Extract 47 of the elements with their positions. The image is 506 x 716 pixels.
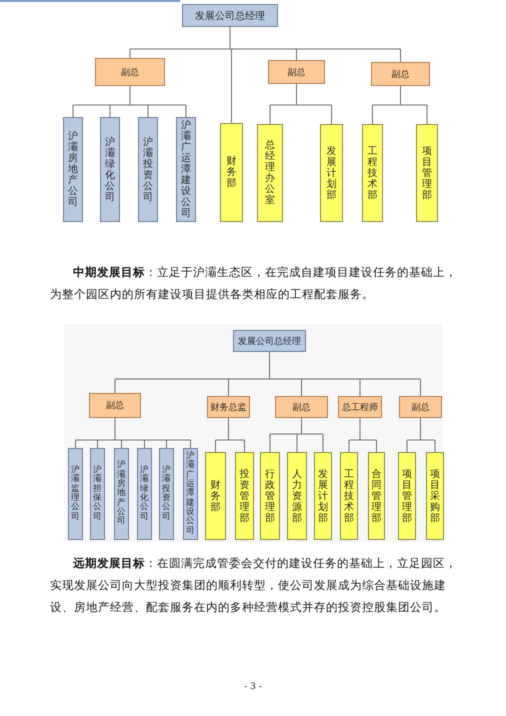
connector-line — [372, 86, 428, 124]
connector-line — [130, 26, 401, 124]
subsidiary-box: 沪灞担保公司 — [90, 448, 105, 540]
position-box: 总工程师 — [338, 396, 382, 418]
department-box: 发展计划部 — [320, 124, 343, 222]
department-box: 总经理办公室 — [257, 124, 283, 222]
connector-line — [270, 418, 324, 452]
subsidiary-box: 沪灞广运潭建设公司 — [183, 448, 198, 540]
position-box: 副总 — [89, 393, 141, 418]
department-box: 工程技术部 — [340, 452, 358, 540]
subsidiary-box: 沪灞广运潭建设公司 — [176, 117, 196, 222]
connector-line — [406, 418, 436, 452]
position-box: 副总 — [268, 60, 325, 84]
position-box: 副总 — [399, 396, 442, 418]
goal-paragraph: 中期发展目标：立足于沪灞生态区，在完成自建项目建设任务的基础上，为整个园区内的所有建设项目提供各类相应的工程配套服务。 — [50, 264, 458, 303]
department-box: 财务部 — [220, 123, 243, 222]
connector-line — [270, 84, 332, 124]
subsidiary-box: 沪灞房地产公司 — [63, 117, 83, 222]
position-box: 副总 — [275, 396, 328, 418]
connector-line — [75, 418, 191, 448]
subsidiary-box: 沪灞投资公司 — [138, 117, 158, 222]
department-box: 项目管理部 — [398, 452, 416, 540]
page-number: - 3 - — [243, 681, 263, 694]
position-box: 财务总监 — [207, 396, 250, 418]
position-box: 副总 — [371, 62, 430, 86]
subsidiary-box: 沪灞监理公司 — [68, 448, 83, 540]
department-box: 人力资源部 — [287, 452, 307, 540]
connector-line — [72, 86, 186, 118]
subsidiary-box: 沪灞绿化公司 — [137, 448, 152, 540]
goal-paragraph: 远期发展目标：在圆满完成管委会交付的建设任务的基础上，立足园区，实现发展公司向大型投资集团的顺利转型，使公司发展成为综合基础设施建设、房地产经营、配套服务在内的多种经营模式并存的投资控股集团公司。 — [50, 555, 458, 616]
connector-line — [348, 418, 377, 452]
department-box: 投资管理部 — [235, 452, 254, 540]
department-box: 财务部 — [205, 452, 226, 540]
subsidiary-box: 沪灞房地产公司 — [114, 448, 129, 540]
connector-line — [215, 418, 245, 452]
department-box: 合同管理部 — [368, 452, 385, 540]
department-box: 项目管理部 — [416, 124, 438, 222]
manager-box: 发展公司总经理 — [182, 4, 278, 27]
connector-line — [114, 352, 421, 396]
subsidiary-box: 沪灞绿化公司 — [100, 117, 120, 222]
manager-box: 发展公司总经理 — [233, 330, 306, 352]
department-box: 工程技术部 — [362, 124, 383, 222]
department-box: 发展计划部 — [314, 452, 332, 540]
department-box: 行政管理部 — [260, 452, 280, 540]
department-box: 项目采购部 — [426, 452, 444, 540]
subsidiary-box: 沪灞投资公司 — [159, 448, 174, 540]
position-box: 副总 — [95, 58, 165, 86]
